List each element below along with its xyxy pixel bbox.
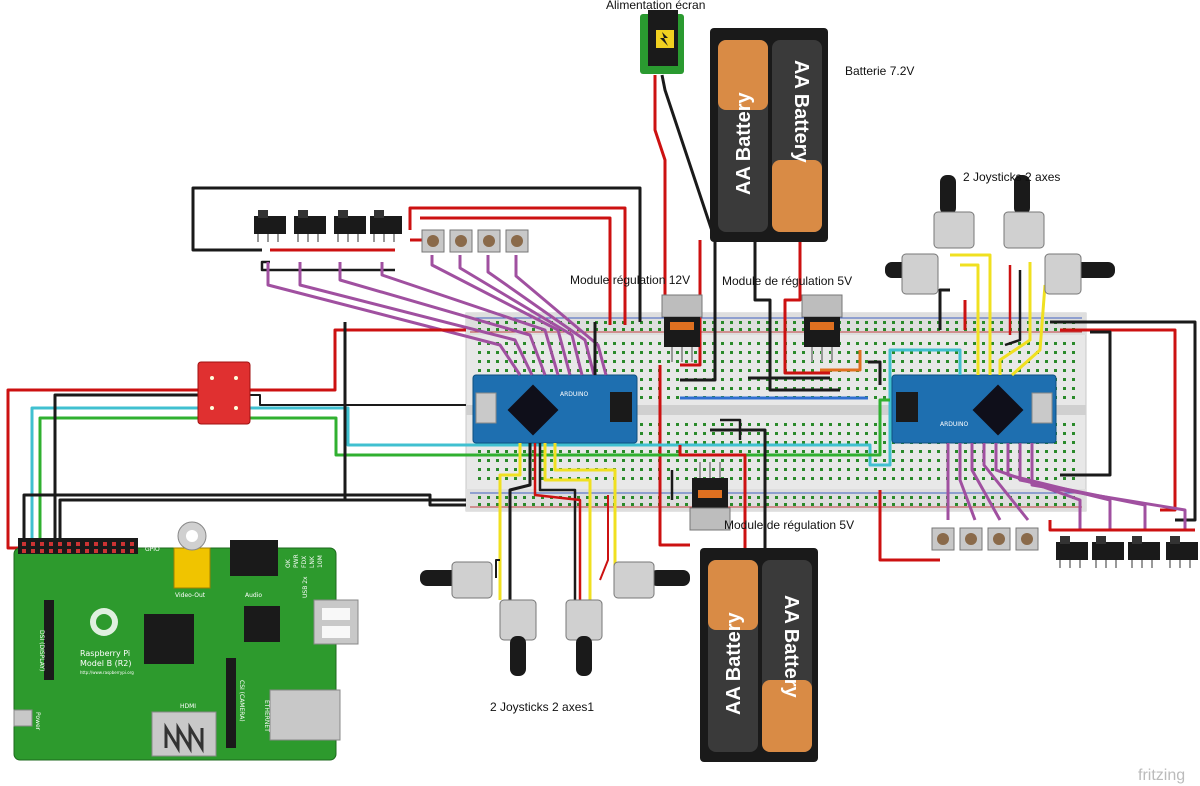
raspberry-pi-board: GPIO Video-Out Audio Raspberry Pi Model … <box>13 521 359 761</box>
led-label: PWR <box>293 554 300 568</box>
slide-switch <box>294 210 326 242</box>
audio-label: Audio <box>245 592 262 599</box>
csi-label: CSI (CAMERA) <box>238 680 245 722</box>
push-button <box>987 527 1011 551</box>
label-battery: Batterie 7.2V <box>845 64 914 78</box>
arduino-nano-left: ARDUINO <box>472 374 638 444</box>
potentiometer <box>565 599 603 676</box>
regulator-5v-top <box>801 294 843 362</box>
potentiometer <box>420 561 493 599</box>
slide-switch <box>254 210 286 242</box>
gpio-header <box>22 542 134 553</box>
slide-switch <box>1128 536 1160 568</box>
slide-switches-right <box>1056 536 1198 568</box>
battery-label: AA Battery <box>723 612 745 715</box>
push-button <box>477 229 501 253</box>
led-label: 10M <box>317 555 324 568</box>
led-label: OK <box>285 558 292 568</box>
ethernet-label: ETHERNET <box>263 700 270 732</box>
led-label: LNK <box>309 555 316 568</box>
battery-label: AA Battery <box>790 60 812 163</box>
joystick-pots-left <box>420 561 690 676</box>
arduino-nano-right: ARDUINO <box>891 374 1057 444</box>
slide-switches-left <box>254 210 402 242</box>
dsi-label: DSI (DISPLAY) <box>38 630 45 671</box>
slide-switch <box>334 210 366 242</box>
slide-switch <box>1056 536 1088 568</box>
slide-switch <box>370 210 402 242</box>
potentiometer <box>885 253 939 295</box>
slide-switch <box>1166 536 1198 568</box>
hdmi-label: HDMI <box>180 703 196 710</box>
slide-switch <box>1092 536 1124 568</box>
usb-label: USB 2x <box>302 576 309 598</box>
rpi-url: http://www.raspberrypi.org <box>80 670 134 675</box>
battery-pack-bottom: AA Battery AA Battery <box>700 548 818 762</box>
label-reg-5v-top: Module de régulation 5V <box>722 274 852 288</box>
led-label: FDX <box>301 556 308 568</box>
potentiometer <box>613 561 690 599</box>
push-button <box>931 527 955 551</box>
power-jack <box>640 10 684 74</box>
potentiometer <box>1003 175 1045 249</box>
rpi-model: Model B (R2) <box>80 659 131 668</box>
push-button <box>1015 527 1039 551</box>
push-button <box>421 229 445 253</box>
fritzing-logo: fritzing <box>1138 767 1185 784</box>
arduino-label: ARDUINO <box>560 391 589 398</box>
battery-pack-top: AA Battery AA Battery <box>710 28 828 242</box>
potentiometer <box>1044 253 1115 295</box>
joystick-pots-right <box>885 175 1115 295</box>
gpio-label: GPIO <box>145 546 160 553</box>
label-reg-5v-bottom: Module de régulation 5V <box>724 518 854 532</box>
arduino-label-right: ARDUINO <box>940 421 969 428</box>
regulator-12v <box>661 294 703 362</box>
wires <box>6 74 1197 600</box>
push-button <box>959 527 983 551</box>
rpi-name: Raspberry Pi <box>80 649 130 658</box>
video-out-label: Video-Out <box>175 592 206 599</box>
lightning-icon <box>660 32 668 46</box>
label-reg-12v: Module régulation 12V <box>570 273 690 287</box>
label-power-supply: Alimentation écran <box>606 0 705 12</box>
label-joysticks-right: 2 Joysticks 2 axes <box>963 170 1060 184</box>
level-shifter <box>197 361 251 425</box>
push-buttons-left <box>421 229 529 253</box>
battery-label: AA Battery <box>780 595 802 698</box>
potentiometer <box>933 175 975 249</box>
regulator-5v-bottom <box>689 462 731 531</box>
push-buttons-right <box>931 527 1039 551</box>
battery-label: AA Battery <box>733 92 755 195</box>
power-label: Power <box>34 712 41 731</box>
push-button <box>449 229 473 253</box>
push-button <box>505 229 529 253</box>
label-joysticks-left: 2 Joysticks 2 axes1 <box>490 700 594 714</box>
potentiometer <box>499 599 537 676</box>
